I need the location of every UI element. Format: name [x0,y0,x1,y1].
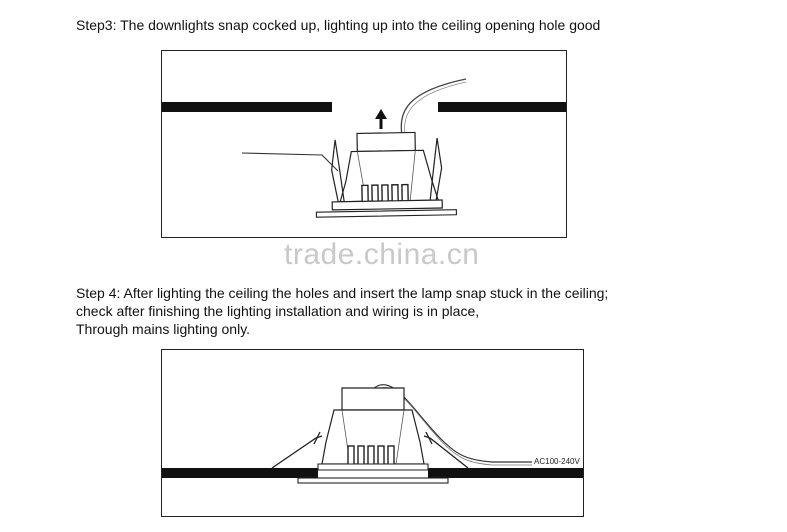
step3-caption: Step3: The downlights snap cocked up, li… [76,17,601,33]
power-cable [400,78,467,136]
step4-diagram: AC100-240V [161,349,584,517]
step4-illustration: AC100-240V [162,384,583,484]
ceiling-board-left [162,102,332,112]
ceiling-board-right [438,102,566,112]
step4-caption: Step 4: After lighting the ceiling the h… [76,284,608,338]
up-arrow-icon [375,109,387,129]
power-cable [371,384,532,463]
ceiling-board-right [428,468,583,478]
downlight-fixture [271,387,469,484]
spring-clip-right [429,137,443,201]
downlight-fixture [315,131,457,218]
spring-clip-left [331,139,345,202]
step3-diagram [161,50,567,238]
step3-illustration [162,78,566,218]
trim-flange [297,477,449,484]
step4-line-3: Through mains lighting only. [76,321,251,337]
step4-line-1: Step 4: After lighting the ceiling the h… [76,285,609,301]
pointer-line [241,152,339,172]
spring-clip-left [271,435,323,469]
spring-clip-right [423,435,469,469]
trim-flange [315,209,457,218]
voltage-label: AC100-240V [534,457,580,466]
ceiling-board-left [162,468,318,478]
step4-line-2: check after finishing the lighting insta… [76,303,480,319]
watermark: trade.china.cn [284,238,480,271]
